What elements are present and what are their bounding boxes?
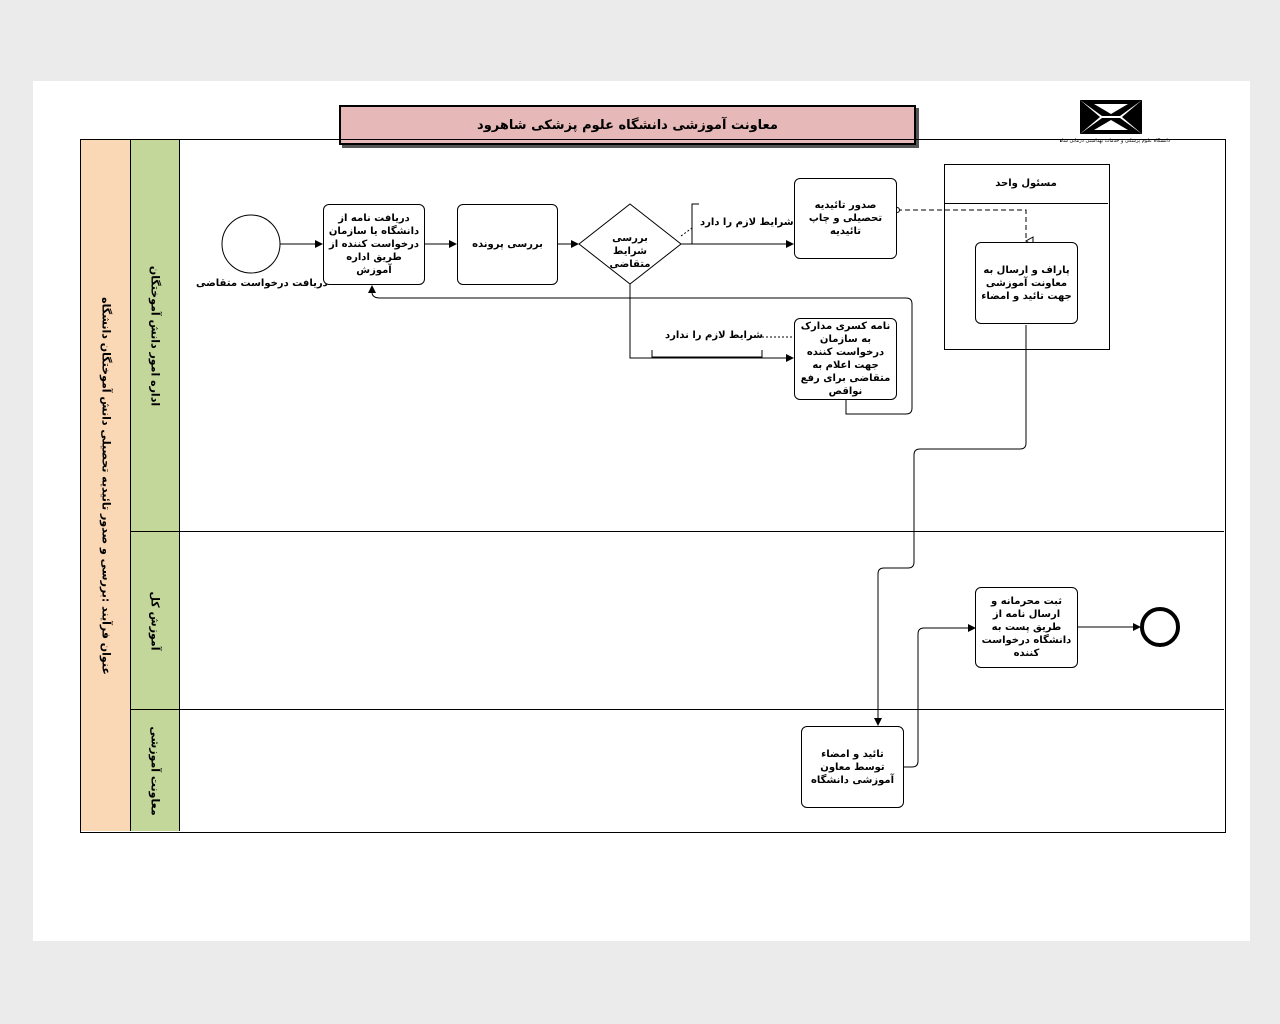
- page-title-text: معاونت آموزشی دانشگاه علوم پزشکی شاهرود: [477, 117, 778, 133]
- task-register-send: ثبت محرمانه و ارسال نامه از طریق پست به …: [975, 587, 1078, 668]
- task-issue-confirmation: صدور تائیدیه تحصیلی و چاپ تائیدیه: [794, 178, 897, 259]
- task-issue-confirmation-text: صدور تائیدیه تحصیلی و چاپ تائیدیه: [808, 200, 883, 237]
- task-review-file-text: بررسی پرونده: [472, 239, 543, 250]
- unit-subprocess-divider: [944, 203, 1108, 204]
- flow-arrow-loop-back: [368, 285, 913, 415]
- flow-arrow-to-register: [904, 624, 976, 768]
- task-paraph-send-text: پاراف و ارسال به معاونت آموزشی جهت تائید…: [981, 264, 1072, 302]
- message-flow: [897, 209, 1026, 241]
- task-missing-docs-letter-text: نامه کسری مدارک به سازمان درخواست کننده …: [800, 321, 891, 397]
- lane-header-deputy: معاونت آموزشی: [131, 710, 180, 831]
- unit-subprocess-frame: [944, 164, 1110, 350]
- lane-divider: [131, 709, 1224, 710]
- unit-title-text: مسئول واحد: [995, 178, 1057, 189]
- end-event: [1140, 607, 1180, 647]
- logo-caption: دانشگاه علوم پزشکی و خدمات بهداشتی درمان…: [1060, 138, 1170, 144]
- flow-arrow-to-deputy: [874, 325, 1027, 726]
- annotation-dotted-link: [680, 227, 693, 237]
- task-missing-docs-letter: نامه کسری مدارک به سازمان درخواست کننده …: [794, 318, 897, 400]
- lane-header-education: آموزش کل: [131, 532, 180, 709]
- task-approve-sign: تائید و امضاء توسط معاون آموزشی دانشگاه: [801, 726, 904, 808]
- annotation-bracket: [651, 350, 763, 358]
- task-review-file: بررسی پرونده: [457, 204, 558, 285]
- page-title: معاونت آموزشی دانشگاه علوم پزشکی شاهرود: [339, 105, 916, 145]
- lane-header-graduates: اداره امور دانش آموختگان: [131, 140, 180, 531]
- university-logo: دانشگاه علوم پزشکی و خدمات بهداشتی درمان…: [1060, 98, 1170, 150]
- task-receive-letter-text: دریافت نامه از دانشگاه یا سازمان درخواست…: [328, 213, 420, 276]
- task-register-send-text: ثبت محرمانه و ارسال نامه از طریق پست به …: [981, 596, 1072, 659]
- lane-divider: [131, 531, 1224, 532]
- task-paraph-send: پاراف و ارسال به معاونت آموزشی جهت تائید…: [975, 242, 1078, 324]
- condition-label-yes: شرایط لازم را دارد: [700, 217, 794, 228]
- unit-subprocess-title: مسئول واحد: [944, 164, 1108, 203]
- condition-label-no: شرایط لازم را ندارد: [665, 330, 763, 341]
- task-receive-letter: دریافت نامه از دانشگاه یا سازمان درخواست…: [323, 204, 425, 285]
- university-logo-mark: [1080, 100, 1142, 134]
- pool-frame: [80, 139, 1226, 833]
- start-event: [221, 214, 281, 274]
- annotation-bracket: [691, 203, 699, 244]
- flow-arrow-no: [629, 284, 794, 362]
- start-event-label: دریافت درخواست متقاضی: [196, 278, 328, 289]
- gateway-label: بررسی شرایط متقاضی: [609, 233, 651, 270]
- task-approve-sign-text: تائید و امضاء توسط معاون آموزشی دانشگاه: [810, 748, 895, 786]
- pool-header-band: [81, 140, 131, 831]
